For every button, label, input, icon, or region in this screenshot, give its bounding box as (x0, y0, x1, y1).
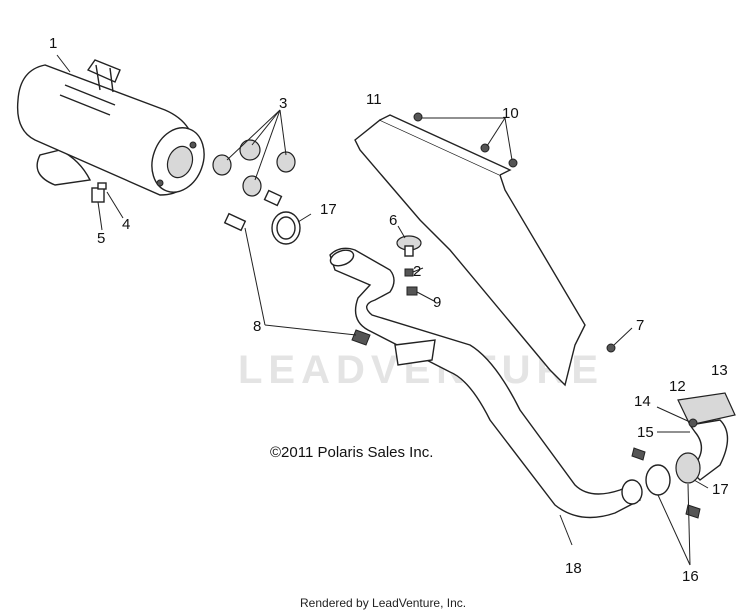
clamp-part-9 (406, 286, 418, 296)
callout-1: 1 (49, 35, 57, 52)
muffler-part (16, 59, 205, 196)
callout-12: 12 (669, 378, 686, 395)
callout-10: 10 (502, 105, 519, 122)
callout-11: 11 (366, 91, 382, 108)
head-pipe-part-18 (329, 247, 641, 519)
callout-4: 4 (122, 216, 130, 233)
callout-9: 9 (433, 294, 441, 311)
leader-lines (56, 54, 709, 566)
callout-18: 18 (565, 560, 582, 577)
footer-credit: Rendered by LeadVenture, Inc. (300, 596, 467, 610)
callout-7: 7 (636, 317, 644, 334)
callout-5: 5 (97, 230, 105, 247)
callout-17-upper: 17 (320, 201, 337, 218)
nut-part-2 (404, 268, 414, 277)
callout-6: 6 (389, 212, 397, 229)
fasteners-part-10 (413, 112, 518, 168)
callout-17-lower: 17 (712, 481, 729, 498)
flange-parts-12-16 (621, 392, 736, 519)
grommets-part-3 (212, 139, 296, 197)
spring-part-8 (223, 212, 371, 346)
callout-14: 14 (634, 393, 651, 410)
grommet-part-6 (396, 235, 422, 257)
bolt-part-4 (91, 182, 107, 203)
callout-13: 13 (711, 362, 728, 379)
heat-shield-part-11 (354, 114, 586, 387)
callout-15: 15 (637, 424, 654, 441)
callout-16: 16 (682, 568, 699, 585)
copyright-text: ©2011 Polaris Sales Inc. (270, 444, 434, 461)
callout-8: 8 (253, 318, 261, 335)
callout-3: 3 (279, 95, 287, 112)
callout-2: 2 (413, 263, 421, 280)
fastener-part-7 (606, 343, 616, 353)
ring-part-17 (263, 189, 301, 245)
